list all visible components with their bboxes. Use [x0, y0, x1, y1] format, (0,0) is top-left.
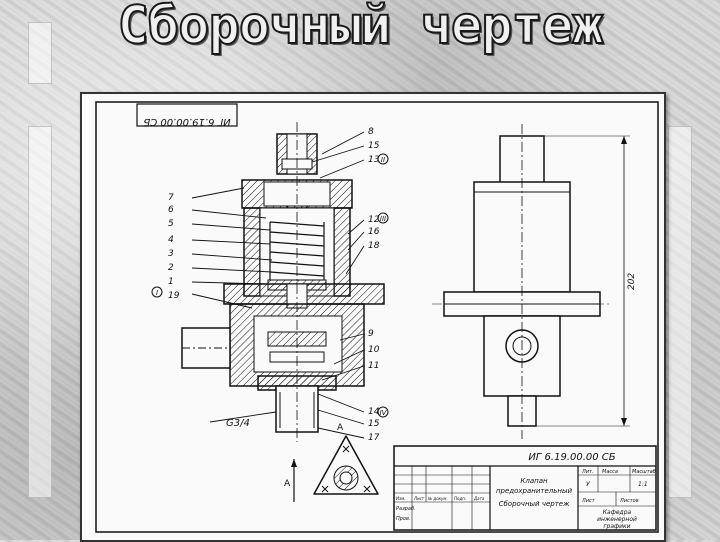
lit-label: Лит. [581, 469, 594, 475]
drawing-code-top: ИГ 6.19.00.00 СБ [143, 116, 230, 127]
part-number: 15 [368, 419, 380, 429]
title-block [393, 445, 657, 531]
section-mark: III [380, 215, 386, 223]
part-number: 4 [168, 235, 174, 245]
org-line-3: графики [603, 523, 630, 530]
part-number: 12 [368, 215, 380, 225]
drawing-sheet: ИГ 6.19.00.00 СБ [80, 92, 666, 542]
thread-label: G3/4 [226, 418, 250, 429]
view-arrow-label: A [284, 479, 291, 489]
section-mark: II [381, 156, 385, 164]
page-title: Сборочный чертеж [117, 0, 605, 57]
section-mark: I [156, 289, 158, 297]
scale-value: 1:1 [638, 481, 648, 488]
row-label: № докум. [427, 496, 448, 501]
part-number: 3 [168, 249, 174, 259]
decorative-panel-right [668, 126, 692, 498]
part-number: 10 [368, 345, 380, 355]
front-section-view [181, 122, 385, 442]
view-label: A [337, 423, 344, 433]
product-name: Клапан [520, 477, 548, 485]
section-marks: II III I IV [151, 153, 389, 418]
sheet-label: Лист [581, 498, 596, 504]
dimension-label: 202 [627, 273, 637, 290]
part-number: 5 [168, 219, 174, 229]
part-number: 18 [368, 241, 380, 251]
part-number: 11 [368, 361, 379, 371]
row-label: Изм. [396, 496, 405, 501]
mass-label: Масса [602, 469, 618, 475]
drawing-frame [95, 101, 659, 533]
part-number-labels: 8 15 13 7 6 5 4 3 2 1 19 12 16 18 9 10 1… [168, 127, 380, 443]
drawing-code-stamp: ИГ 6.19.00.00 СБ [528, 452, 615, 463]
row-label: Дата [473, 496, 485, 501]
side-view: 202 [432, 124, 637, 439]
part-number: 14 [368, 407, 380, 417]
role-label: Разраб. [396, 506, 416, 512]
assembly-drawing: ИГ 6.19.00.00 СБ [95, 101, 659, 533]
part-number: 6 [168, 205, 174, 215]
org-line-1: Кафедра [603, 509, 632, 516]
leader-lines [191, 131, 365, 439]
org-line-2: инженерной [597, 516, 637, 523]
section-mark: IV [380, 409, 388, 417]
view-a: A [284, 435, 379, 502]
part-number: 1 [168, 277, 174, 287]
decorative-panel-left-low [28, 126, 52, 498]
part-number: 16 [368, 227, 380, 237]
decorative-panel-left [28, 22, 52, 84]
sheets-label: Листов [619, 498, 639, 504]
part-number: 15 [368, 141, 380, 151]
row-label: Лист [413, 496, 425, 501]
row-label: Подп. [454, 496, 466, 501]
part-number: 7 [168, 193, 174, 203]
scale-label: Масштаб [632, 469, 656, 475]
part-number: 17 [368, 433, 380, 443]
u-label: У [586, 481, 590, 488]
part-number: 13 [368, 155, 380, 165]
rotated-code-box [136, 103, 238, 127]
part-number: 19 [168, 291, 180, 301]
part-number: 9 [368, 329, 374, 339]
part-number: 2 [168, 263, 174, 273]
role-label: Пров. [396, 516, 411, 522]
title-block-text: ИГ 6.19.00.00 СБ Клапан предохранительны… [396, 452, 656, 530]
part-number: 8 [368, 127, 374, 137]
product-name-2: предохранительный [496, 487, 573, 495]
document-type: Сборочный чертеж [499, 500, 570, 508]
